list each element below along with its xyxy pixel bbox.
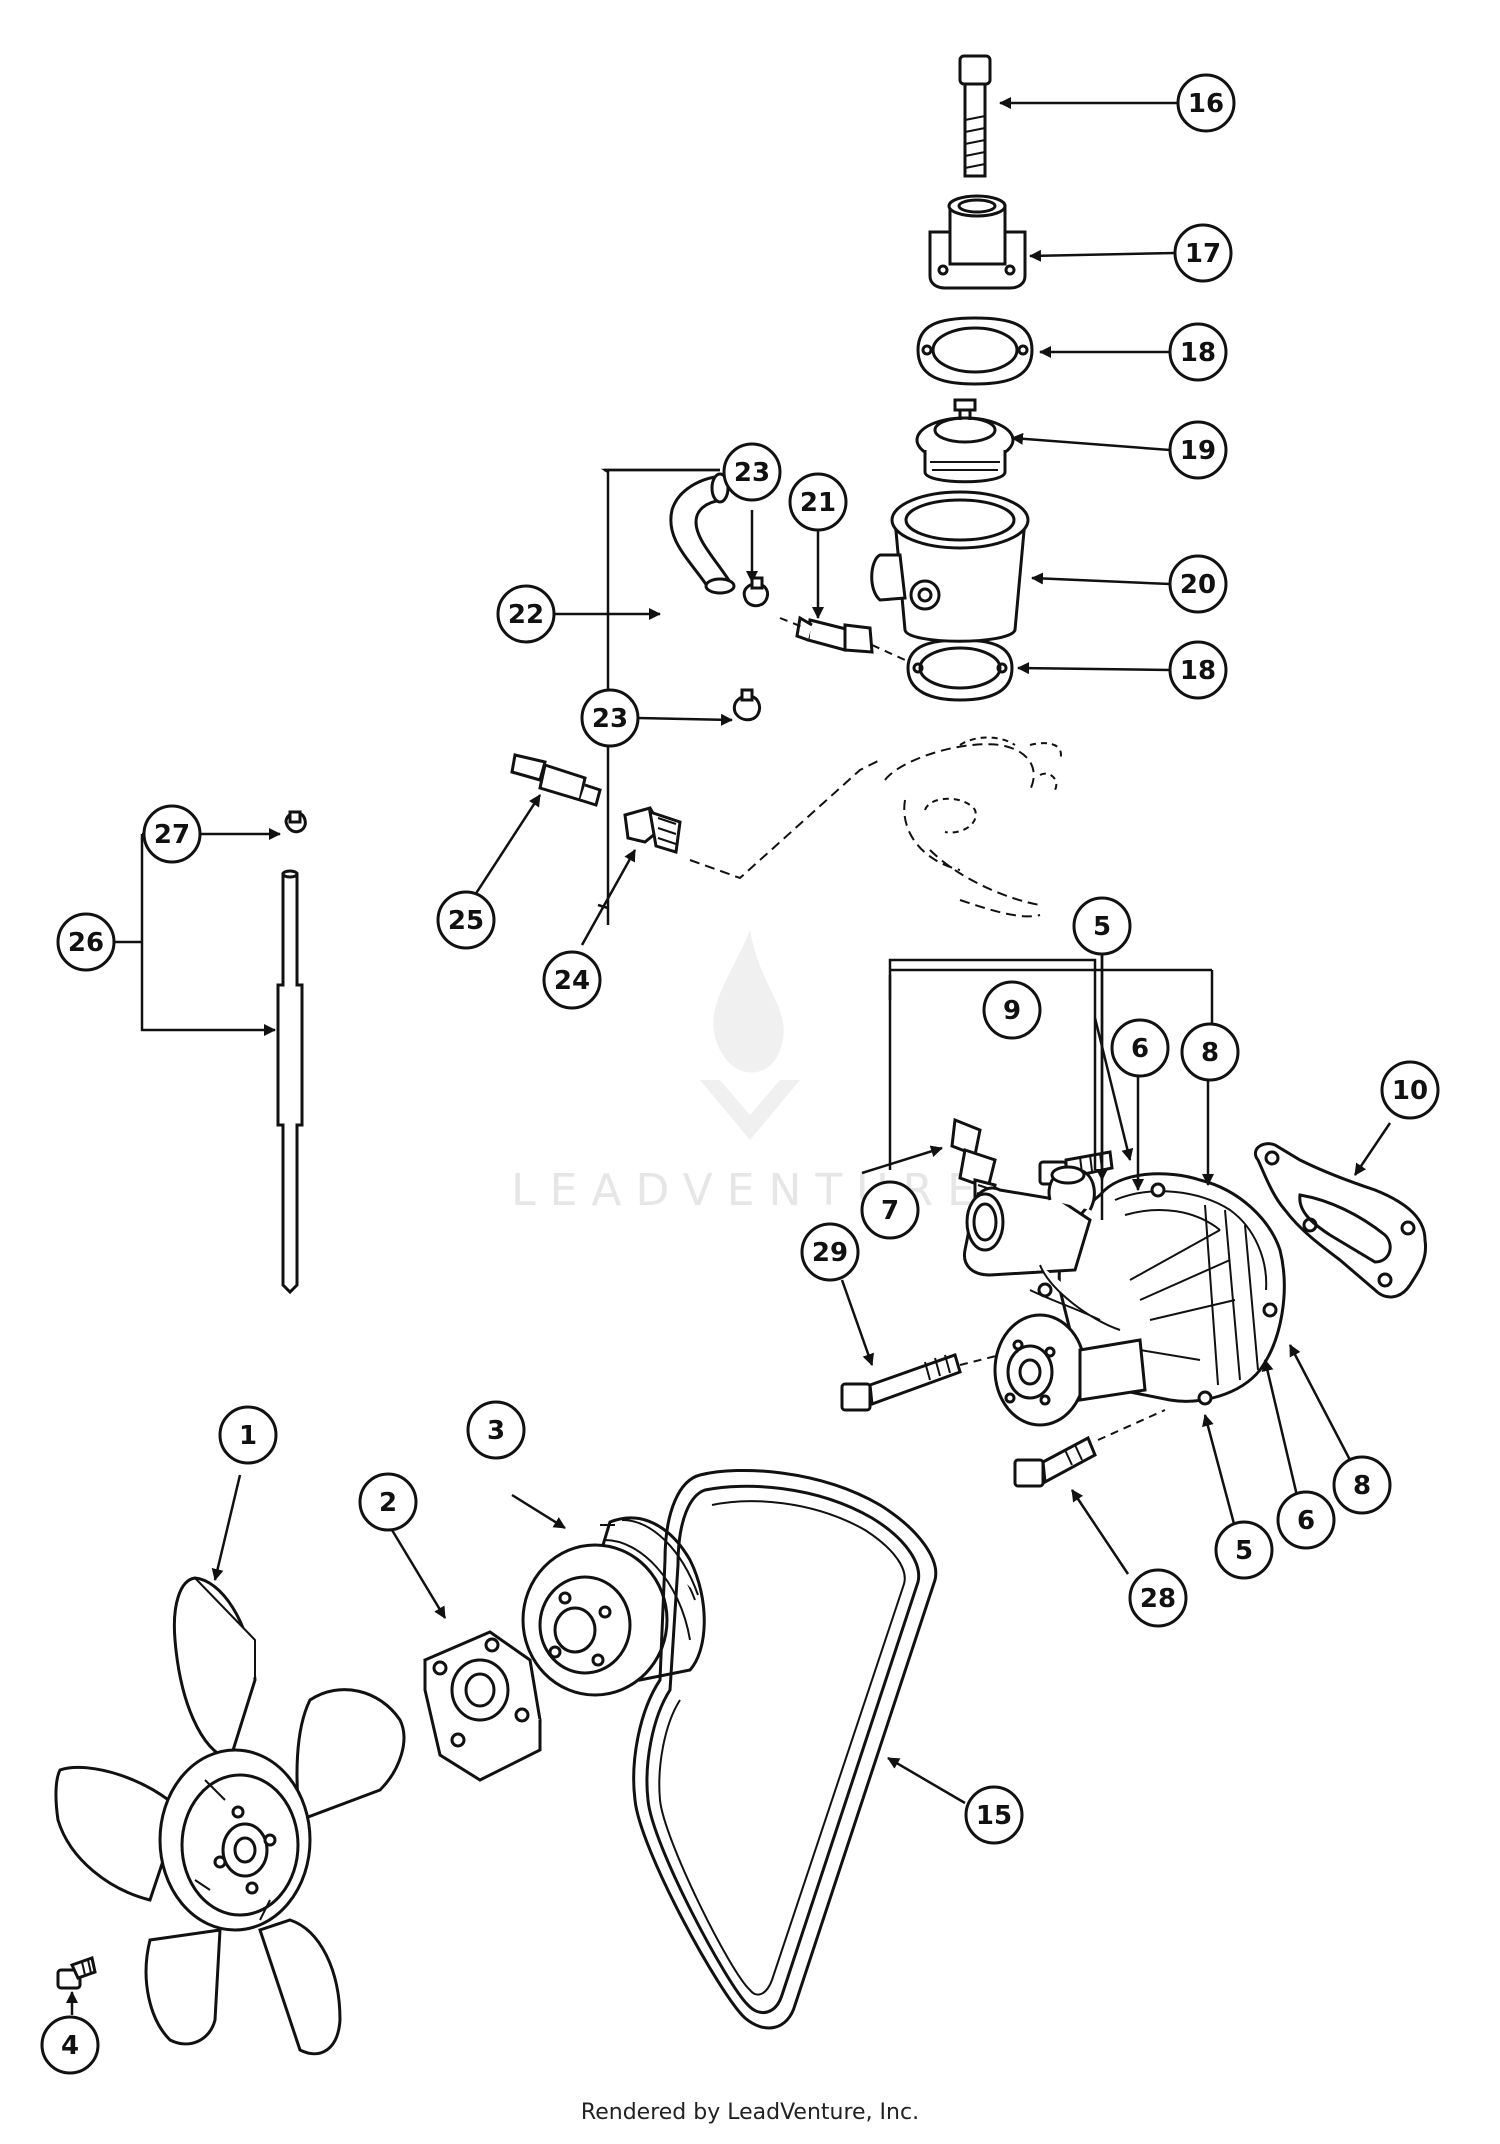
part-1-cooling-fan — [54, 1576, 406, 2056]
part-29-dashline — [959, 1354, 1001, 1366]
svg-text:19: 19 — [1180, 436, 1216, 466]
callout-18-upper: 18 — [1168, 322, 1228, 382]
part-20-thermostat-housing — [870, 490, 1030, 643]
callout-10: 10 — [1380, 1060, 1440, 1120]
callout-25: 25 — [436, 890, 496, 950]
callout-3: 3 — [466, 1400, 526, 1460]
svg-text:22: 22 — [508, 600, 544, 630]
callout-29: 29 — [800, 1222, 860, 1282]
svg-text:16: 16 — [1188, 89, 1224, 119]
callout-8-upper: 8 — [1180, 1022, 1240, 1082]
engine-block-detail — [924, 736, 1062, 834]
svg-text:6: 6 — [1131, 1034, 1149, 1064]
svg-text:3: 3 — [487, 1416, 505, 1446]
svg-text:8: 8 — [1201, 1038, 1219, 1068]
svg-text:10: 10 — [1392, 1076, 1428, 1106]
svg-text:15: 15 — [976, 1801, 1012, 1831]
svg-text:1: 1 — [239, 1421, 257, 1451]
callout-16: 16 — [1176, 73, 1236, 133]
callout-4: 4 — [40, 2015, 100, 2075]
svg-text:21: 21 — [800, 488, 836, 518]
svg-text:9: 9 — [1003, 996, 1021, 1026]
svg-text:23: 23 — [592, 704, 628, 734]
callout-7: 7 — [860, 1180, 920, 1240]
svg-text:5: 5 — [1093, 912, 1111, 942]
part-25-temperature-sender — [510, 753, 602, 807]
part-27-dipstick-cap — [284, 810, 307, 834]
svg-text:2: 2 — [379, 1488, 397, 1518]
callout-26: 26 — [56, 912, 116, 972]
svg-text:29: 29 — [812, 1238, 848, 1268]
callout-18-lower: 18 — [1168, 640, 1228, 700]
callout-5-lower: 5 — [1214, 1520, 1274, 1580]
svg-text:5: 5 — [1235, 1536, 1253, 1566]
callout-15: 15 — [964, 1785, 1024, 1845]
svg-text:18: 18 — [1180, 338, 1216, 368]
callout-21: 21 — [788, 472, 848, 532]
part-28-bolt — [1013, 1435, 1097, 1488]
svg-text:18: 18 — [1180, 656, 1216, 686]
part-24-plug — [623, 806, 682, 854]
svg-text:27: 27 — [154, 820, 190, 850]
part-26-dipstick — [276, 869, 304, 1295]
callout-22: 22 — [496, 584, 556, 644]
water-pump-assembly — [962, 1165, 1286, 1427]
svg-text:26: 26 — [68, 928, 104, 958]
callout-6-lower: 6 — [1276, 1490, 1336, 1550]
svg-text:8: 8 — [1353, 1471, 1371, 1501]
callout-9: 9 — [982, 980, 1042, 1040]
part-18-gasket-lower — [906, 638, 1014, 702]
part-18-gasket-upper — [916, 316, 1034, 386]
svg-text:20: 20 — [1180, 570, 1216, 600]
callout-24: 24 — [542, 950, 602, 1010]
part-21-dashline — [779, 617, 906, 661]
part-10-pump-gasket — [1253, 1142, 1428, 1299]
part-16-bolt — [958, 54, 992, 178]
callout-28: 28 — [1128, 1568, 1188, 1628]
callout-8-lower: 8 — [1332, 1455, 1392, 1515]
callout-17: 17 — [1173, 223, 1233, 283]
part-23-clamp-upper — [742, 576, 770, 608]
part-22-hose — [669, 472, 736, 595]
part-4-fan-bolt — [56, 1956, 97, 1990]
part-29-bolt — [840, 1353, 962, 1412]
callout-19: 19 — [1168, 420, 1228, 480]
callout-1: 1 — [218, 1405, 278, 1465]
part-21-fitting — [795, 615, 874, 654]
part-15-v-belt — [632, 1468, 938, 2030]
callout-6-upper: 6 — [1110, 1018, 1170, 1078]
part-17-thermostat-cover — [928, 194, 1027, 290]
svg-text:17: 17 — [1185, 239, 1221, 269]
part-2-fan-spacer — [423, 1630, 542, 1782]
leader-lines — [66, 97, 1392, 2015]
svg-text:6: 6 — [1297, 1506, 1315, 1536]
callout-2: 2 — [358, 1472, 418, 1532]
callout-23-lower: 23 — [580, 688, 640, 748]
watermark-logo — [700, 930, 800, 1140]
callout-20: 20 — [1168, 554, 1228, 614]
part-3-pulley — [521, 1516, 706, 1697]
svg-text:7: 7 — [881, 1196, 899, 1226]
callout-23-upper: 23 — [722, 442, 782, 502]
footer-credit: Rendered by LeadVenture, Inc. — [580, 2100, 920, 2125]
svg-text:28: 28 — [1140, 1584, 1176, 1614]
callout-5-upper: 5 — [1072, 896, 1132, 956]
engine-block-outline — [689, 743, 1041, 918]
svg-text:25: 25 — [448, 906, 484, 936]
svg-text:4: 4 — [61, 2031, 79, 2061]
callout-27: 27 — [142, 804, 202, 864]
svg-text:23: 23 — [734, 458, 770, 488]
part-19-thermostat — [915, 398, 1015, 484]
part-28-dashline — [1097, 1409, 1166, 1441]
part-23-clamp-lower — [732, 688, 762, 722]
svg-text:24: 24 — [554, 966, 590, 996]
